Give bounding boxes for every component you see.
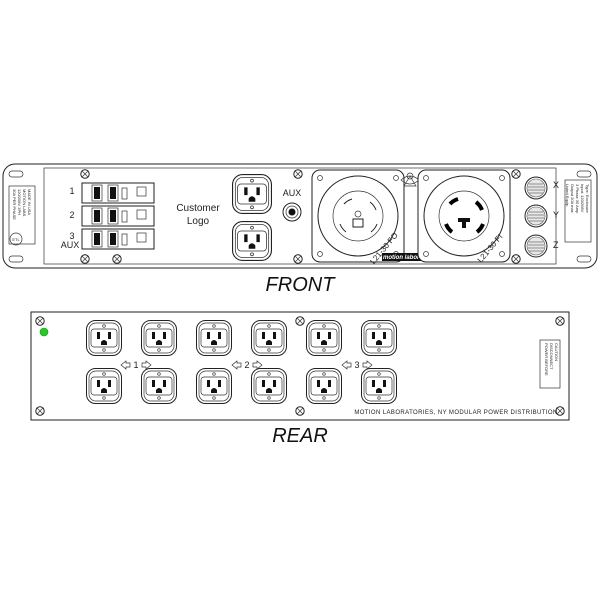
plate-line: MOTION LABS: [22, 189, 27, 217]
breaker-3[interactable]: [81, 228, 155, 250]
etl-mark-icon: [9, 232, 23, 246]
breaker-label: 2: [69, 210, 74, 220]
screw-icon: [80, 254, 90, 264]
screw-icon: [35, 406, 45, 416]
arrow-right-icon: [252, 360, 263, 370]
screw-icon: [511, 169, 521, 179]
connector-l21-30-fo[interactable]: L21-30 FO: [311, 169, 405, 266]
rack-slot: [576, 255, 592, 263]
screw-icon: [112, 254, 122, 264]
rear-outlet[interactable]: [86, 368, 122, 404]
meter-x-icon: [524, 176, 548, 200]
plate-line: Input: 120/208V: [580, 184, 585, 213]
rear-outlet[interactable]: [196, 368, 232, 404]
aux-breaker-label: AUX: [61, 240, 80, 250]
screw-icon: [293, 169, 303, 179]
meter-y-icon: [524, 204, 548, 228]
front-caption: FRONT: [266, 274, 337, 296]
group-3-indicator: 3: [341, 360, 373, 370]
rear-outlet[interactable]: [361, 320, 397, 356]
brand-label: motion laboratories: [383, 255, 440, 261]
group-label: 3: [354, 360, 359, 370]
front-outlet-lower[interactable]: [232, 221, 273, 262]
breaker-label: 3: [69, 231, 74, 241]
right-info-plate: Type: Enclosure Input: 120/208V 3 Phase …: [564, 179, 592, 243]
screw-icon: [511, 254, 521, 264]
certification-mark: ETL: [12, 237, 20, 242]
aux-jack-label: AUX: [283, 188, 302, 198]
rear-footer-text: MOTION LABORATORIES, NY MODULAR POWER DI…: [354, 410, 557, 416]
rear-outlet[interactable]: [306, 368, 342, 404]
plate-line: CAUTION: [554, 343, 559, 361]
brand-badge: [382, 253, 440, 261]
rear-outlet[interactable]: [86, 320, 122, 356]
plate-line: DISCONNECT: [549, 343, 554, 370]
breaker-block: 1 2 3 AUX: [61, 182, 155, 250]
plate-line: MADE IN USA: [27, 189, 32, 215]
plate-line: POWER BEFORE: [544, 343, 549, 376]
rear-panel: 1 2 3 CAUTION DISCONNECT POWER BEFORE MO…: [30, 311, 570, 421]
arrow-left-icon: [341, 360, 352, 370]
rear-outlet[interactable]: [361, 368, 397, 404]
plate-line: 3 Phase 30 Amp: [575, 184, 580, 214]
breaker-1[interactable]: [81, 182, 155, 204]
plate-line: Listed Equip.: [565, 184, 570, 207]
customer-logo-line1: Customer: [176, 203, 220, 214]
group-label: 1: [133, 360, 138, 370]
rear-label-plate: CAUTION DISCONNECT POWER BEFORE: [539, 339, 561, 389]
group-2-indicator: 2: [231, 360, 263, 370]
rear-outlet[interactable]: [141, 320, 177, 356]
screw-icon: [80, 169, 90, 179]
breaker-2[interactable]: [81, 205, 155, 227]
front-panel-face: [43, 167, 557, 265]
meter-label-x: X: [553, 180, 559, 190]
plate-line: Type: Enclosure: [585, 184, 590, 213]
rear-outlet[interactable]: [141, 368, 177, 404]
plate-line: Output 20A max: [570, 184, 575, 213]
arrow-left-icon: [120, 360, 131, 370]
rear-outlet[interactable]: [251, 368, 287, 404]
group-1-indicator: 1: [120, 360, 152, 370]
arrow-left-icon: [231, 360, 242, 370]
front-panel: MADE IN USA MOTION LABS 120/208V 3PH 30A…: [2, 163, 598, 269]
power-led-icon: [39, 327, 49, 337]
meter-z-icon: [524, 234, 548, 258]
breaker-label: 1: [69, 186, 74, 196]
meter-label-y: Y: [553, 210, 559, 220]
rack-slot: [8, 255, 24, 263]
aux-jack-icon[interactable]: [282, 202, 302, 222]
screw-icon: [555, 316, 565, 326]
group-label: 2: [244, 360, 249, 370]
screw-icon: [295, 406, 305, 416]
rack-slot: [576, 170, 592, 178]
left-info-plate: MADE IN USA MOTION LABS 120/208V 3PH 30A…: [8, 185, 36, 246]
plate-line: 120/208V 3PH: [17, 189, 22, 215]
rear-outlet[interactable]: [196, 320, 232, 356]
front-outlet-upper[interactable]: [232, 174, 273, 214]
plate-line: 30A PER PHASE: [12, 189, 17, 220]
rear-outlet[interactable]: [251, 320, 287, 356]
arrow-right-icon: [362, 360, 373, 370]
arrow-right-icon: [141, 360, 152, 370]
rack-slot: [8, 170, 24, 178]
screw-icon: [295, 316, 305, 326]
customer-logo-line2: Logo: [187, 216, 210, 227]
connector-l21-30-fi[interactable]: L21-30 FI: [417, 169, 511, 264]
rear-outlet[interactable]: [306, 320, 342, 356]
rear-caption: REAR: [272, 425, 328, 447]
screw-icon: [35, 316, 45, 326]
screw-icon: [293, 254, 303, 264]
meter-label-z: Z: [553, 240, 559, 250]
